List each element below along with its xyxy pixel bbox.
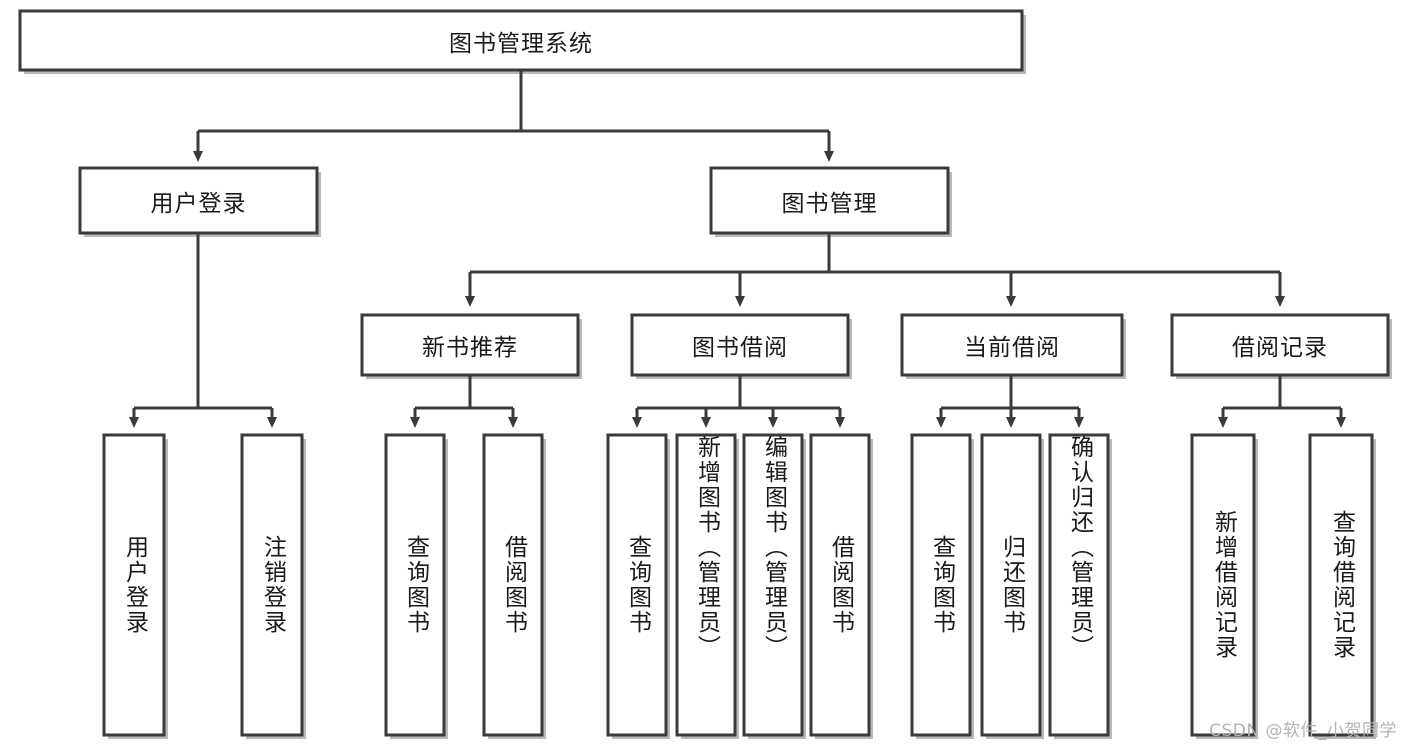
node-current-borrow[interactable] <box>900 313 1126 379</box>
leaf-node[interactable] <box>1190 433 1258 739</box>
node-borrow-record[interactable] <box>1170 313 1392 379</box>
edge-root-to-level2 <box>193 70 834 162</box>
node-user-login[interactable] <box>78 166 321 237</box>
leaf-node[interactable] <box>980 433 1044 739</box>
leaf-node[interactable] <box>742 433 806 739</box>
leaf-node[interactable] <box>1048 433 1112 739</box>
leaf-node[interactable] <box>606 433 670 739</box>
edge-userlogin-to-leaves <box>129 233 277 428</box>
leaf-node[interactable] <box>1308 433 1376 739</box>
node-root-system[interactable] <box>18 9 1026 74</box>
edge-borrowrecord-to-leaves <box>1218 375 1346 428</box>
leaf-node[interactable] <box>482 433 546 739</box>
node-new-book-recommend[interactable] <box>360 313 582 379</box>
watermark-text: CSDN @软件_小贺同学 <box>1209 721 1397 741</box>
leaf-node[interactable] <box>102 433 168 739</box>
edge-bookmgmt-to-level3 <box>465 233 1285 307</box>
leaf-node[interactable] <box>910 433 974 739</box>
edge-currentborrow-to-leaves <box>936 375 1084 428</box>
leaf-node[interactable] <box>384 433 448 739</box>
node-book-borrow[interactable] <box>630 313 852 379</box>
edge-bookborrow-to-leaves <box>632 375 845 428</box>
leaf-node[interactable] <box>809 433 873 739</box>
leaf-boxes <box>102 433 1376 739</box>
leaf-node[interactable] <box>675 433 739 739</box>
edge-newbook-to-leaves <box>410 375 518 428</box>
leaf-node[interactable] <box>240 433 306 739</box>
node-book-management[interactable] <box>709 166 952 237</box>
